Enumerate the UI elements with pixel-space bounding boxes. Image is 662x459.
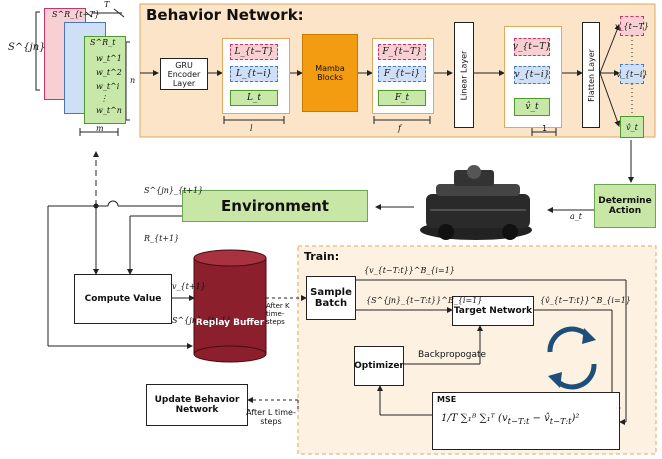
update-behavior-network-box: Update Behavior Network bbox=[146, 384, 248, 426]
stack-w-label: ⋮ bbox=[100, 94, 108, 103]
dim-T-label: T bbox=[104, 0, 110, 9]
state-batch-label: {S^{jn}_{t−T:t}}^B_{i=1} bbox=[366, 296, 483, 305]
output-token: v_{t−T} bbox=[615, 16, 649, 36]
behavior-network-title: Behavior Network: bbox=[146, 6, 304, 24]
stack-top-label-tT: S^R_{t−T} bbox=[52, 10, 100, 19]
value-batch-label: {v_{t−T:t}}^B_{i=1} bbox=[364, 266, 455, 275]
stack-w-label: w_t^n bbox=[96, 106, 122, 115]
output-token: v_{t−i} bbox=[616, 64, 648, 84]
mamba-blocks-box: Mamba Blocks bbox=[302, 34, 358, 112]
flatten-layer-box: Flatten Layer bbox=[582, 22, 600, 128]
target-network-box: Target Network bbox=[452, 296, 534, 326]
value-label: v_{t+1} bbox=[172, 282, 206, 291]
dim-l-label: l bbox=[250, 124, 253, 133]
dim-one-label: 1 bbox=[542, 124, 548, 133]
mse-title: MSE bbox=[437, 395, 457, 404]
after-k-label: After K time-steps bbox=[266, 302, 290, 326]
l-token: L_{t−T} bbox=[230, 44, 278, 60]
linear-layer-box: Linear Layer bbox=[454, 22, 474, 128]
predicted-value-batch-label: {v̂_{t−T:t}}^B_{i=1} bbox=[540, 296, 631, 305]
stack-w-label: w_t^2 bbox=[96, 68, 122, 77]
action-label: a_t bbox=[570, 212, 582, 221]
l-token: L_{t−i} bbox=[230, 66, 278, 82]
v-token: v_{t−i} bbox=[514, 66, 550, 84]
replay-buffer-label: Replay Buffer bbox=[195, 318, 265, 328]
sample-batch-box: Sample Batch bbox=[306, 276, 356, 320]
l-token: L_t bbox=[230, 90, 278, 106]
after-l-label: After L time-steps bbox=[246, 408, 296, 426]
stack-top-label-t: S^R_t bbox=[90, 38, 116, 47]
f-token: F_{t−T} bbox=[378, 44, 426, 60]
state-label: S^{jn}_{t+1} bbox=[172, 316, 232, 325]
dim-m-label: m bbox=[96, 124, 104, 133]
determine-action-box: Determine Action bbox=[594, 184, 656, 228]
stack-layer-t bbox=[84, 36, 126, 124]
linear-layer-label: Linear Layer bbox=[459, 50, 469, 100]
next-state-label: S^{jn}_{t+1} bbox=[144, 186, 204, 195]
mse-loss-box: MSE 1/T ∑₁ᴮ ∑₁ᵀ (vt−T:t − v̂t−T:t)² bbox=[432, 392, 620, 450]
dim-f-label: f bbox=[398, 124, 401, 133]
f-token: F_t bbox=[378, 90, 426, 106]
stack-w-label: w_t^1 bbox=[96, 54, 122, 63]
output-token: v̂_t bbox=[620, 116, 644, 138]
train-title: Train: bbox=[304, 250, 340, 263]
mse-formula: 1/T ∑₁ᴮ ∑₁ᵀ (vt−T:t − v̂t−T:t)² bbox=[441, 413, 580, 426]
compute-value-box: Compute Value bbox=[74, 274, 172, 324]
robot-icon bbox=[420, 165, 532, 240]
v-token: v̂_t bbox=[514, 98, 550, 116]
reward-label: R_{t+1} bbox=[144, 234, 180, 243]
stack-w-label: w_t^i bbox=[96, 82, 120, 91]
environment-box: Environment bbox=[182, 190, 368, 222]
refresh-cycle-icon bbox=[547, 326, 597, 390]
f-token: F_{t−i} bbox=[378, 66, 426, 82]
gru-encoder-box: GRU Encoder Layer bbox=[160, 58, 208, 90]
flatten-layer-label: Flatten Layer bbox=[586, 48, 596, 102]
dim-n-label: n bbox=[130, 76, 136, 85]
v-token: v_{t−T} bbox=[513, 38, 551, 56]
optimizer-box: Optimizer bbox=[354, 346, 404, 386]
backpropagate-label: Backpropogate bbox=[418, 350, 487, 360]
